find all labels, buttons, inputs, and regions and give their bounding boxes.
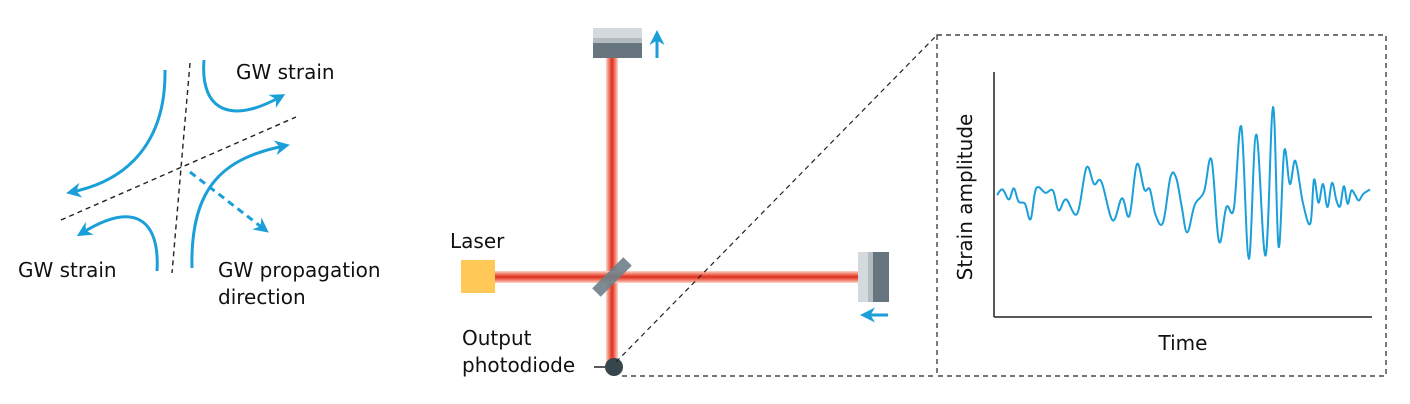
gw-strain-label-top: GW strain xyxy=(236,60,335,84)
beam-splitter-icon xyxy=(592,257,632,297)
strain-curve-upper-left-icon xyxy=(66,69,167,198)
laser-beam-y-arm xyxy=(606,58,618,366)
gw-propagation-label-line2: direction xyxy=(218,285,306,309)
strain-curve-lower-left-icon xyxy=(76,215,159,272)
laser-source-icon xyxy=(461,260,495,293)
axis-dashed-line-vertical xyxy=(171,62,191,274)
end-mirror-y-arm-icon xyxy=(593,28,642,58)
gw-strain-label-bottom: GW strain xyxy=(18,258,117,282)
propagation-direction-dashed-arrow-icon xyxy=(189,170,269,233)
strain-chart-panel: Time Strain amplitude xyxy=(936,34,1387,377)
chart-dashed-frame xyxy=(936,34,1387,377)
strain-curve-lower-right-icon xyxy=(190,140,290,269)
axis-dashed-line-diagonal xyxy=(60,116,297,221)
output-photodiode-label-line1: Output xyxy=(462,326,532,350)
strain-curve-upper-right-icon xyxy=(202,59,286,113)
y-axis-label: Strain amplitude xyxy=(953,114,977,281)
laser-label: Laser xyxy=(450,229,505,253)
output-photodiode-label-line2: photodiode xyxy=(462,353,575,377)
gw-propagation-label-line1: GW propagation xyxy=(218,258,381,282)
interferometer-panel: Laser Output photodiode xyxy=(450,28,938,377)
output-photodiode-icon[interactable] xyxy=(605,358,623,376)
x-axis-label: Time xyxy=(1158,331,1208,355)
end-mirror-x-arm-icon xyxy=(858,252,889,302)
laser-beam-x-arm xyxy=(494,271,872,283)
zoom-connector-diagonal xyxy=(615,34,938,363)
polarization-panel: GW strain GW strain GW propagation direc… xyxy=(18,59,381,309)
strain-waveform-line xyxy=(996,105,1371,260)
